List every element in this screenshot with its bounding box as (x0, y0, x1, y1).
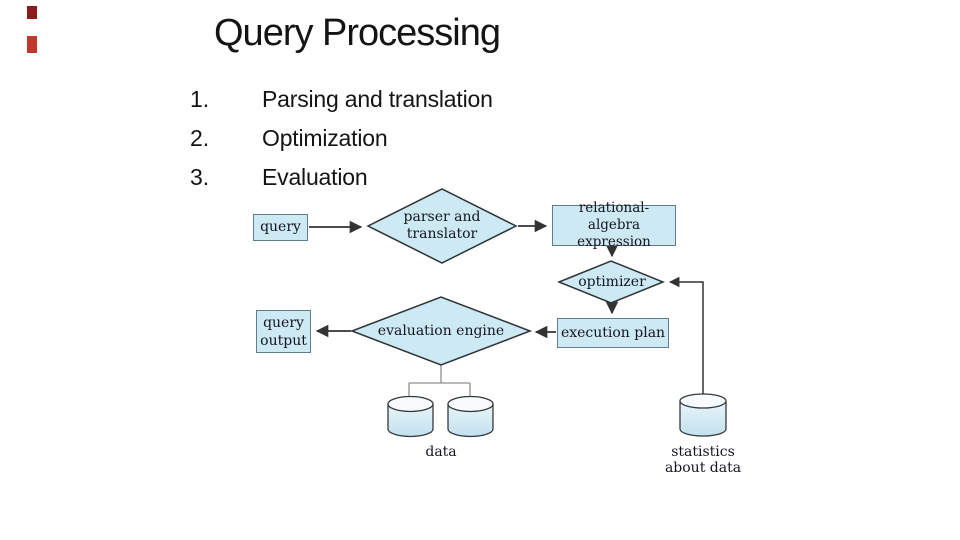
execution-plan-label: execution plan (560, 324, 666, 341)
statistics-store-label: statistics about data (643, 444, 763, 476)
edge-statistics-to-optimizer (668, 276, 704, 399)
list-item: 2. Optimization (190, 125, 493, 151)
connector-evaluation-to-data (408, 365, 471, 399)
step-label: Parsing and translation (262, 86, 493, 112)
optimizer-label: optimizer (578, 274, 646, 290)
list-item: 3. Evaluation (190, 164, 493, 190)
parser-translator-line1: parser and (403, 209, 481, 225)
statistics-cylinder (679, 393, 727, 437)
query-output-line2: output (260, 332, 307, 349)
data-store-label: data (425, 444, 457, 460)
data-cylinder-right (447, 395, 494, 438)
execution-plan-node: execution plan (557, 318, 669, 348)
evaluation-engine-label: evaluation engine (377, 323, 505, 339)
steps-list: 1. Parsing and translation 2. Optimizati… (190, 86, 493, 203)
page-title: Query Processing (214, 12, 501, 54)
query-output-node: query output (256, 310, 311, 353)
step-number: 3. (190, 164, 210, 190)
list-item: 1. Parsing and translation (190, 86, 493, 112)
statistics-line1: statistics (671, 444, 735, 460)
optimizer-diamond (556, 260, 666, 304)
red-accent-mark-bottom (27, 36, 37, 53)
step-number: 2. (190, 125, 210, 151)
query-node-label: query (260, 219, 301, 235)
statistics-line2: about data (664, 460, 742, 476)
query-output-line1: query (263, 314, 304, 331)
red-accent-mark-top (27, 6, 37, 19)
parser-translator-diamond (366, 188, 518, 264)
parser-translator-line2: translator (406, 226, 478, 242)
query-node: query (253, 214, 308, 241)
parser-translator-label: parser and translator (372, 209, 512, 243)
data-cylinder-left (387, 395, 434, 438)
relational-algebra-line1: relational-algebra (578, 200, 650, 233)
relational-algebra-line2: expression (577, 234, 651, 250)
step-label: Evaluation (262, 164, 368, 190)
evaluation-engine-diamond (349, 296, 533, 366)
step-number: 1. (190, 86, 210, 112)
step-label: Optimization (262, 125, 388, 151)
relational-algebra-node: relational-algebra expression (552, 200, 676, 250)
